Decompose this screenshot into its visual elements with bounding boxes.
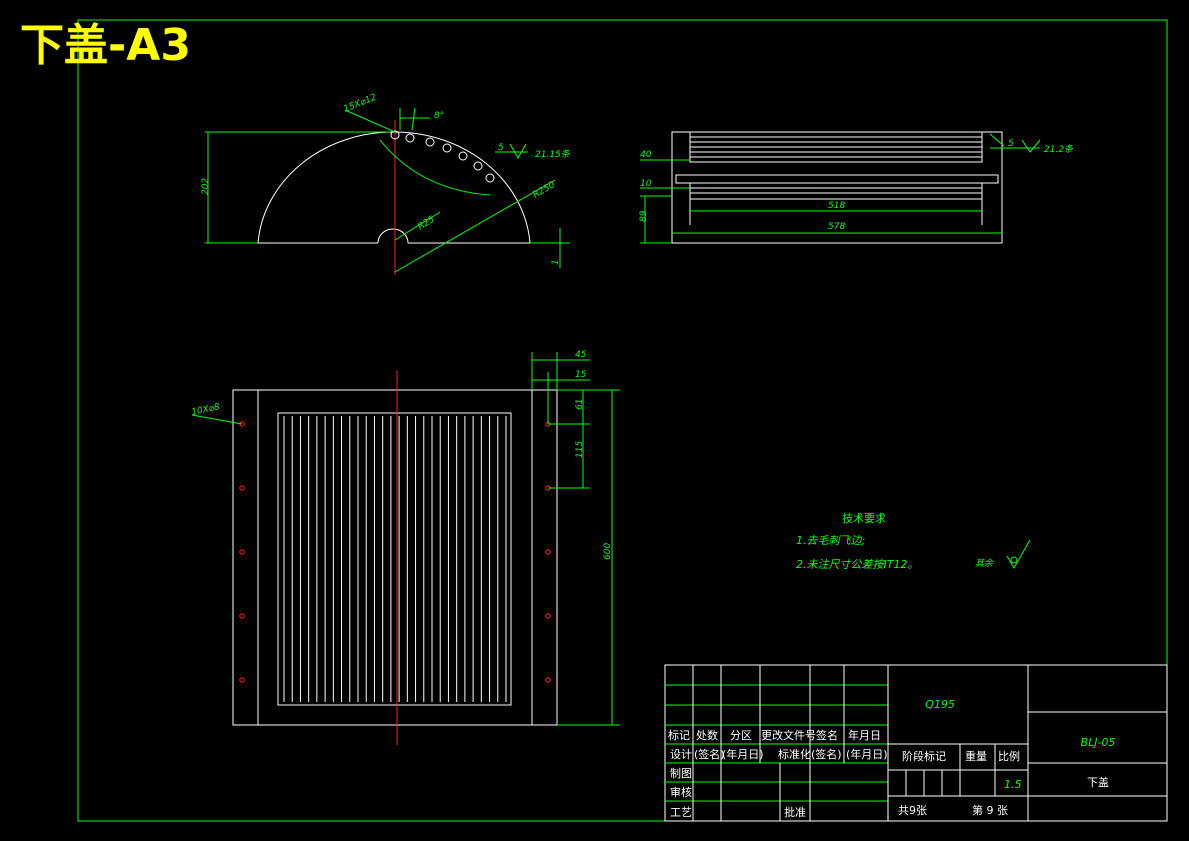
leader-line (394, 179, 556, 273)
front-hole (473, 161, 483, 171)
dim-578: 578 (828, 222, 845, 232)
side-view: 40 10 89 518 578 5 21.2条 (639, 131, 1074, 244)
plan-hole (239, 677, 245, 683)
row-mark-4: 签名 (816, 728, 838, 742)
approve-label: 批准 (784, 805, 806, 819)
title-block: Q195 BLJ-05 下盖 标记 处数 分区 更改文件号 签名 年月日 设计 … (664, 664, 1168, 822)
tech-notes: 技术要求 1.去毛刺飞边; 2.未注尺寸公差按IT12。 其余 (796, 512, 1031, 571)
dim-angle-8: 8° (434, 111, 444, 121)
leader-line (191, 414, 243, 425)
dim-1: 1 (551, 259, 561, 265)
plan-fin-area (277, 412, 512, 706)
dim-600: 600 (603, 543, 613, 560)
plan-fins (283, 416, 507, 702)
dim-10: 10 (640, 179, 652, 189)
sheet-index: 第 9 张 (972, 803, 1008, 817)
tech-line-2: 2.未注尺寸公差按IT12。 (796, 558, 918, 571)
dim-45: 45 (575, 350, 587, 360)
tech-roughness-symbol (1006, 539, 1031, 569)
hole-pitch-arc (379, 139, 491, 196)
front-view: 202 15X⌀12 8° 5 21.15条 R25 R250 1 (201, 92, 571, 275)
front-roughness: 21.15条 (535, 149, 571, 160)
roughness-symbol (509, 143, 527, 160)
plan-view: 10X⌀8 45 15 61 115 600 (191, 350, 620, 745)
plan-hole (239, 485, 245, 491)
tech-line-1: 1.去毛刺飞边; (796, 534, 865, 547)
leader-line (344, 109, 396, 133)
row-design-1: (签名) (694, 747, 725, 761)
row-design-0: 设计 (670, 748, 692, 761)
dim-r250: R250 (532, 180, 558, 201)
roughness-symbol (1021, 139, 1041, 153)
tech-roughness-label: 其余 (975, 558, 994, 569)
scale-label: 比例 (998, 749, 1020, 763)
material: Q195 (925, 698, 955, 711)
scale-value: 1.5 (1004, 778, 1022, 791)
front-hole (485, 173, 495, 183)
plan-hole (239, 549, 245, 555)
sheet-border (77, 19, 1168, 822)
reviewer-label: 审核 (670, 785, 692, 799)
plan-hole (545, 613, 551, 619)
stage-label: 阶段标记 (902, 749, 946, 763)
dim-holes-15: 15X⌀12 (342, 92, 378, 114)
part-name: 下盖 (1087, 775, 1109, 789)
front-hole (390, 130, 400, 140)
sheet-total: 共9张 (898, 804, 927, 817)
row-design-4: (签名) (811, 747, 842, 761)
front-holes (390, 130, 495, 183)
plan-outline (232, 389, 558, 726)
dim-r25: R25 (416, 215, 437, 233)
process-label: 工艺 (670, 806, 692, 819)
tech-heading: 技术要求 (842, 512, 886, 525)
title-block-frame (664, 664, 1168, 822)
row-mark-3: 更改文件号 (761, 728, 816, 742)
front-hole (442, 143, 452, 153)
dim-40: 40 (640, 150, 652, 160)
side-roughness: 21.2条 (1044, 144, 1074, 155)
front-hole (458, 151, 468, 161)
plan-holes (239, 421, 551, 683)
weight-label: 重量 (965, 749, 987, 763)
leader-line (989, 133, 1005, 147)
dim-holes-10: 10X⌀8 (191, 402, 221, 418)
plan-hole (545, 677, 551, 683)
dim-line (411, 107, 416, 131)
dim-115: 115 (575, 441, 585, 458)
front-notch (377, 228, 409, 244)
front-hole (405, 133, 415, 143)
dim-518: 518 (828, 201, 845, 211)
drawing-number: BLJ-05 (1081, 736, 1116, 749)
side-dim-5: 5 (1008, 139, 1014, 149)
dim-89: 89 (639, 210, 649, 222)
plan-hole (239, 613, 245, 619)
dim-15: 15 (575, 370, 587, 380)
row-mark-2: 分区 (730, 729, 752, 742)
dim-61: 61 (575, 399, 585, 410)
row-mark-5: 年月日 (848, 728, 881, 742)
tech-roughness-circle (1010, 556, 1018, 564)
dim-202: 202 (201, 178, 211, 195)
row-mark-1: 处数 (696, 729, 718, 742)
leader-line (394, 211, 441, 241)
front-dim-5: 5 (498, 143, 504, 153)
row-design-3: 标准化 (778, 747, 811, 761)
drafter-label: 制图 (670, 767, 692, 780)
side-flange (675, 174, 999, 184)
front-arc-right (392, 131, 531, 244)
side-lower (689, 182, 983, 200)
front-hole (425, 137, 435, 147)
front-arc-left (257, 131, 394, 244)
row-design-5: (年月日) (846, 747, 888, 761)
row-design-2: (年月日) (722, 747, 764, 761)
row-mark-0: 标记 (668, 728, 690, 742)
sheet-title: 下盖-A3 (20, 20, 191, 71)
plan-hole (545, 549, 551, 555)
